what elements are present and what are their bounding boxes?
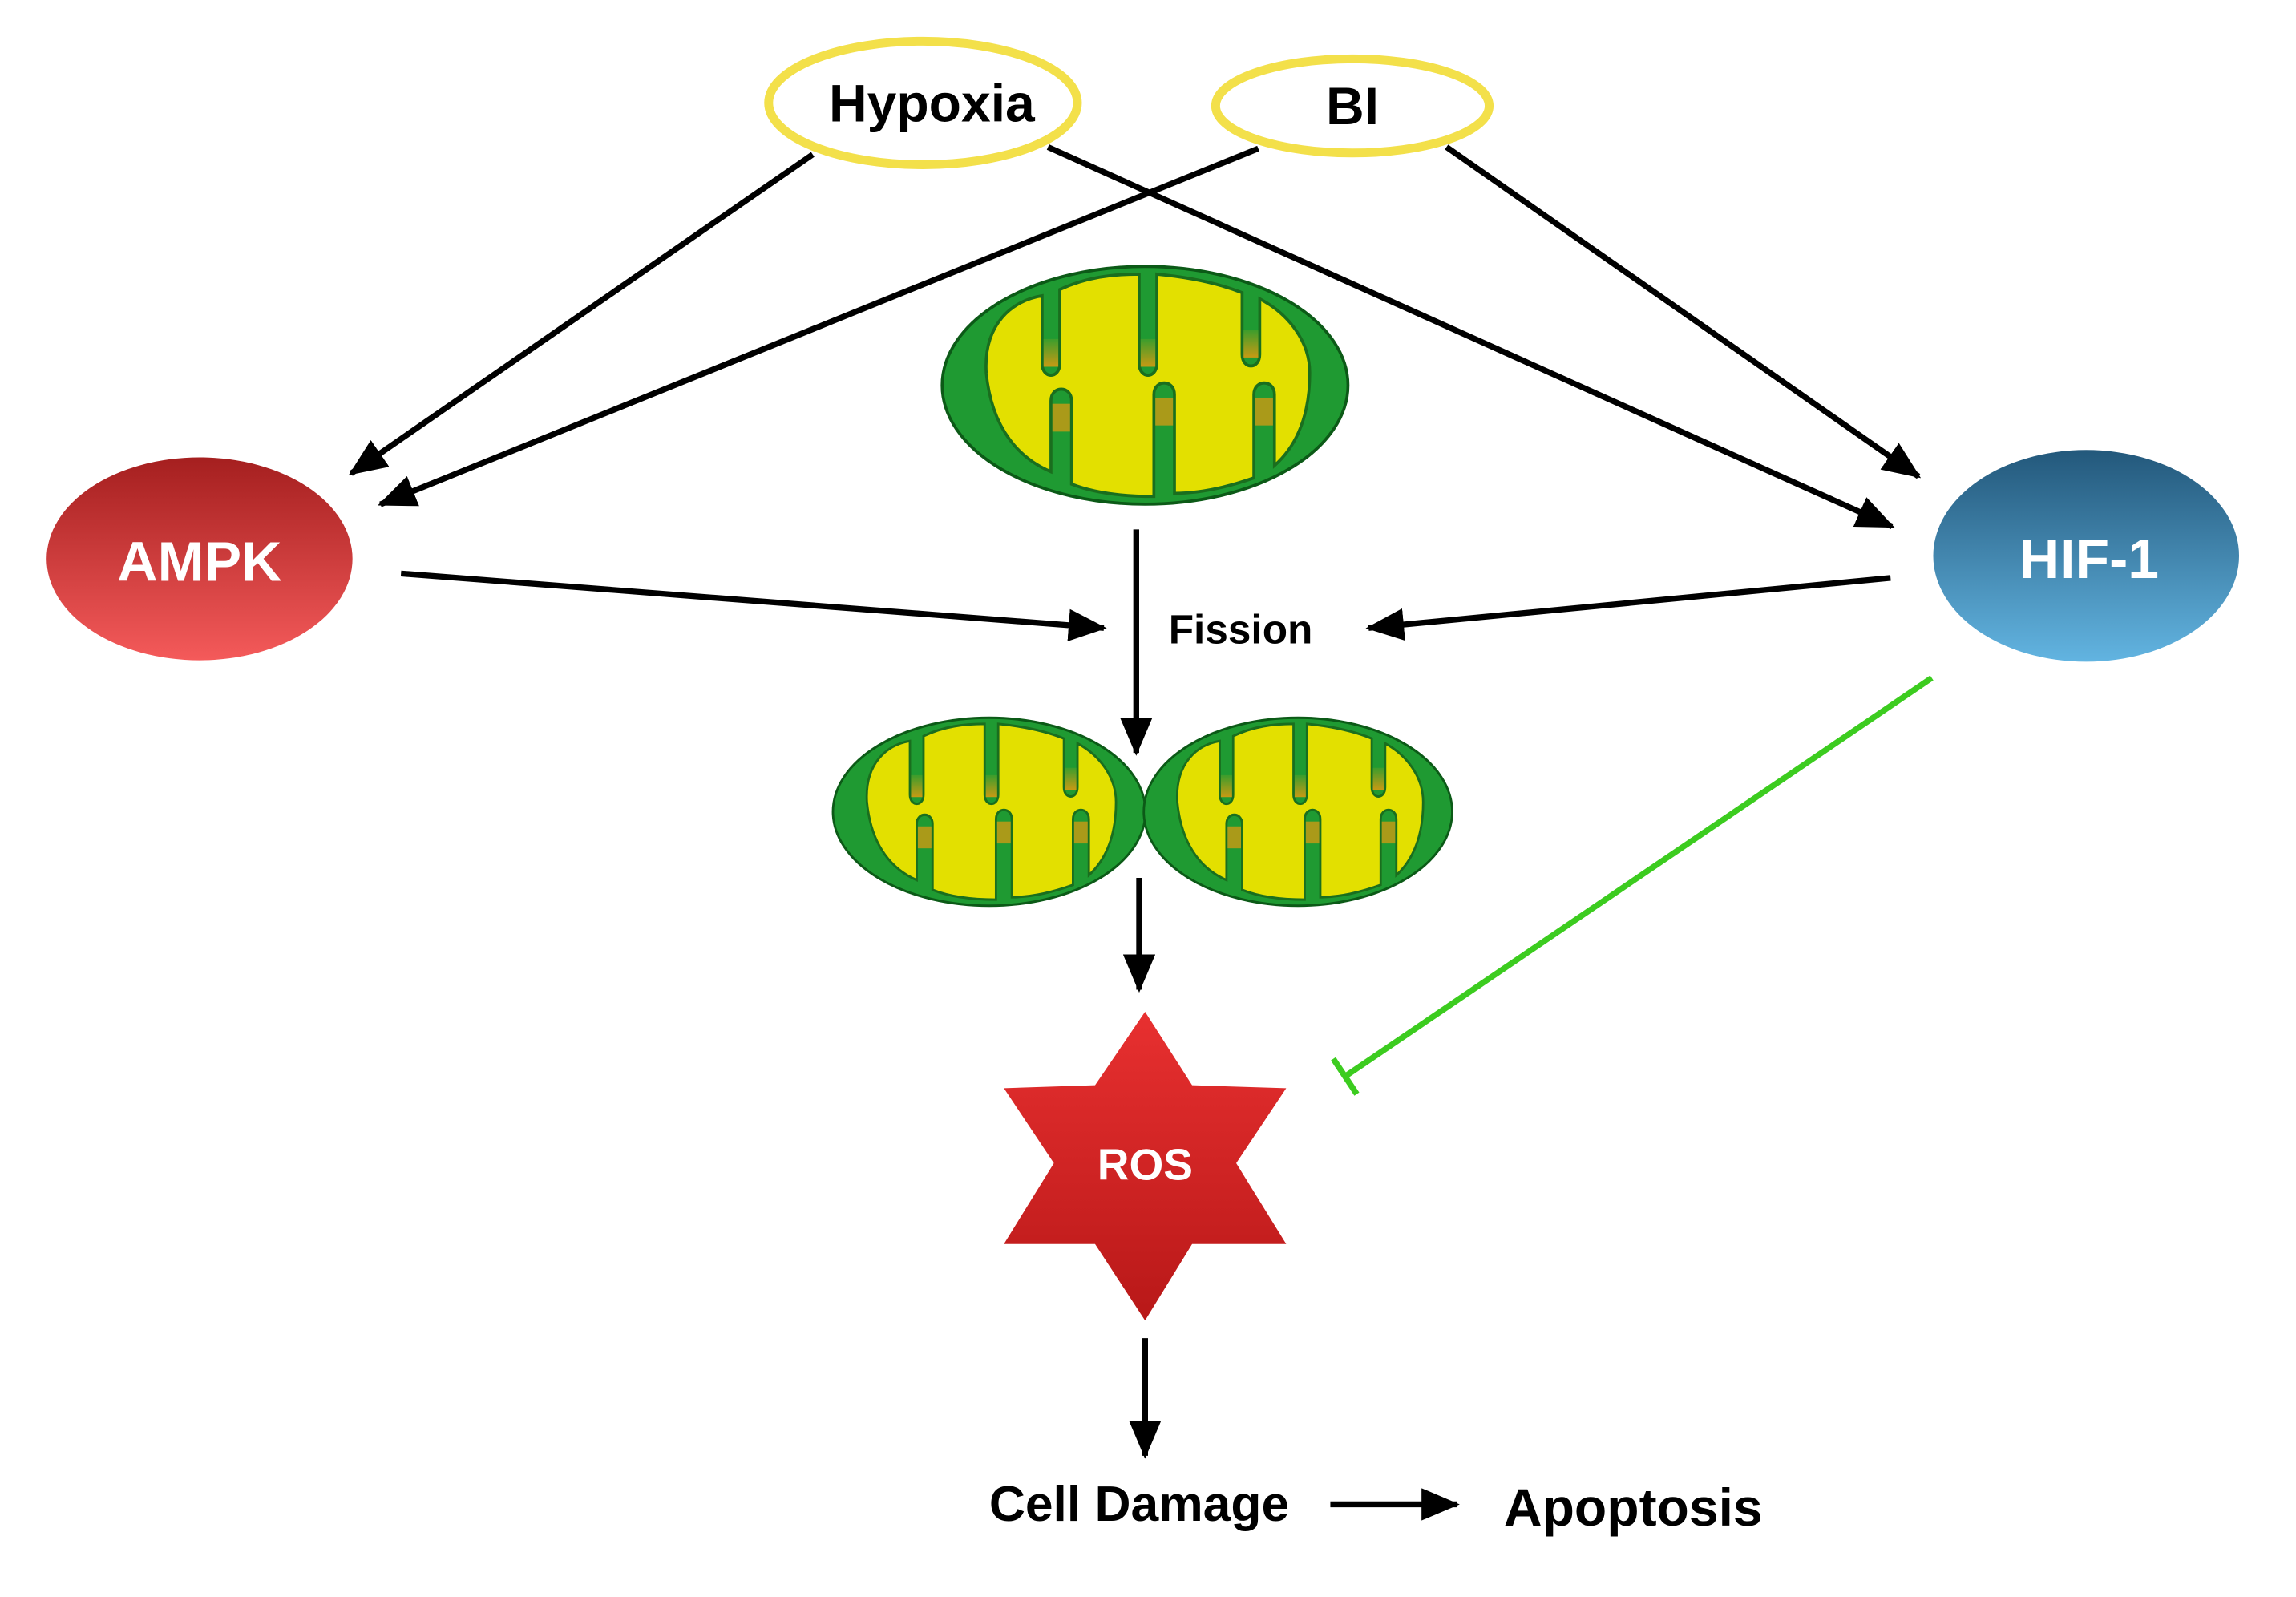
edge-bi-to-ampk xyxy=(378,145,1259,507)
mitochondrion-intact-icon xyxy=(940,265,1350,506)
mitochondrion-fragment-right-icon xyxy=(1142,716,1453,908)
label-cell-damage: Cell Damage xyxy=(989,1477,1289,1532)
label-hypoxia: Hypoxia xyxy=(829,73,1036,132)
edge-hypoxia-to-hif1 xyxy=(1046,144,1895,530)
label-ros: ROS xyxy=(1097,1140,1193,1190)
node-ampk: AMPK xyxy=(46,457,353,661)
node-hypoxia: Hypoxia xyxy=(764,36,1082,169)
label-fission: Fission xyxy=(1169,607,1313,653)
ros-star-icon xyxy=(1004,1011,1287,1321)
edge-hif1-inhibits-ros xyxy=(1331,675,1934,1096)
edges xyxy=(348,144,1934,1521)
edge-ampk-to-fission xyxy=(400,570,1107,641)
edge-hypoxia-to-ampk xyxy=(348,152,815,476)
edge-hif1-to-fission xyxy=(1365,575,1891,641)
node-hif1: HIF-1 xyxy=(1933,450,2240,662)
mitochondrion-fragment-left-icon xyxy=(831,716,1147,908)
label-bi: BI xyxy=(1326,76,1379,135)
label-hif1: HIF-1 xyxy=(2019,528,2159,590)
label-ampk: AMPK xyxy=(117,531,281,593)
edge-bi-to-hif1 xyxy=(1445,144,1922,479)
node-bi: BI xyxy=(1211,54,1494,158)
label-apoptosis: Apoptosis xyxy=(1504,1478,1763,1537)
node-ros: ROS xyxy=(1004,1011,1287,1321)
